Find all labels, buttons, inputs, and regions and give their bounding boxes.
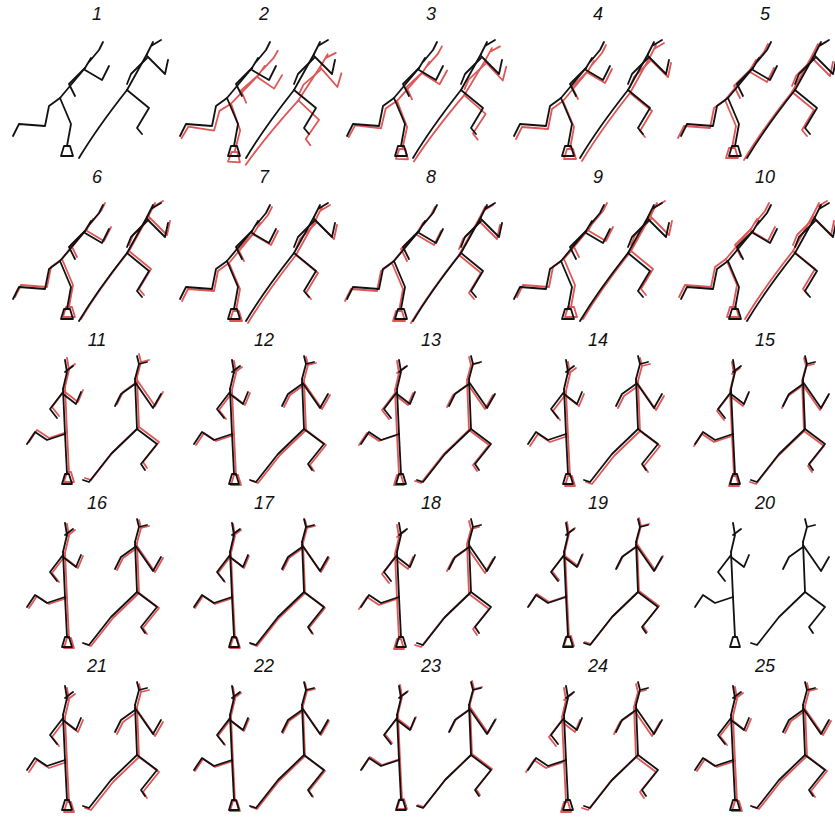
panel-number: 14 (588, 331, 608, 349)
panel-number: 19 (588, 494, 608, 512)
panel-number: 18 (421, 494, 441, 512)
panel-number: 12 (254, 331, 274, 349)
panel-number: 21 (87, 657, 107, 675)
panel-number: 15 (755, 331, 775, 349)
panel-number: 13 (421, 331, 441, 349)
panel-number: 3 (426, 5, 436, 23)
panel-number: 7 (259, 168, 269, 186)
panel-number: 5 (760, 5, 770, 23)
panel-number: 1 (92, 5, 102, 23)
panel-number: 9 (593, 168, 603, 186)
panel-number: 23 (421, 657, 441, 675)
panel-number: 10 (755, 168, 775, 186)
panel-number: 25 (755, 657, 775, 675)
panel-number: 2 (259, 5, 269, 23)
panel-number: 16 (87, 494, 107, 512)
panel-number: 4 (593, 5, 603, 23)
panel-number: 22 (254, 657, 274, 675)
panel-number: 24 (588, 657, 608, 675)
panel-number: 20 (755, 494, 775, 512)
panel-number: 17 (254, 494, 274, 512)
panel-number: 6 (92, 168, 102, 186)
panel-number: 11 (88, 331, 107, 349)
panel-number: 8 (426, 168, 436, 186)
